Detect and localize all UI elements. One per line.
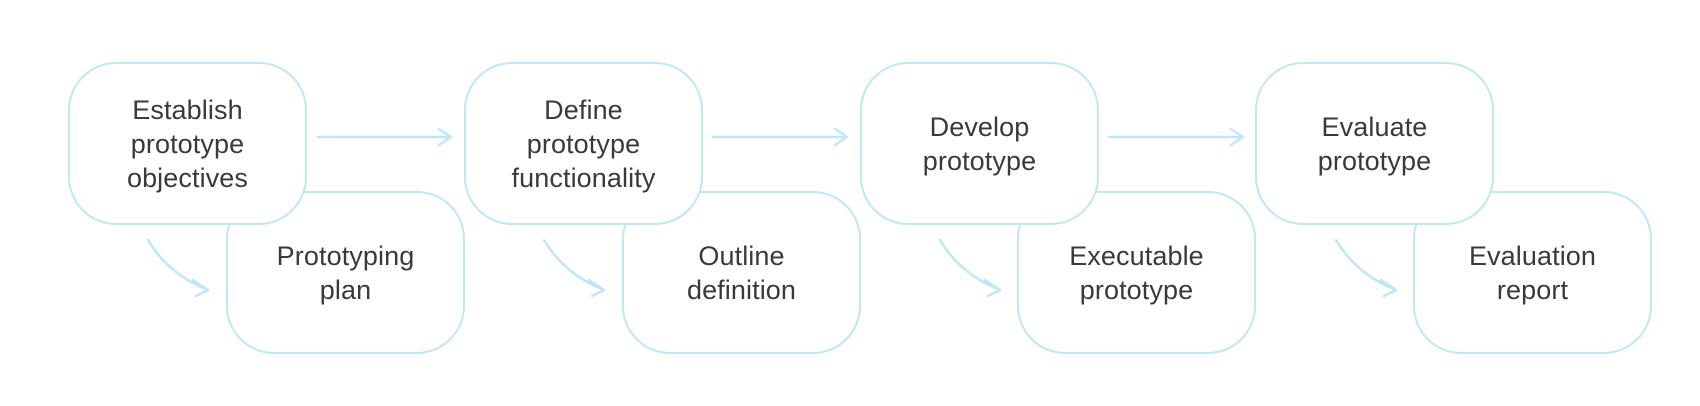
activity-label: Evaluate prototype [1317,111,1432,176]
activity-box-develop-prototype: Develop prototype [860,62,1099,225]
output-label: Executable prototype [1069,240,1204,305]
curved-arrow-icon [146,238,210,298]
arrow-right-icon [316,127,453,147]
activity-label: Develop prototype [922,111,1037,176]
output-label: Outline definition [686,240,797,305]
output-box-outline-definition: Outline definition [622,191,861,354]
output-label: Prototyping plan [276,240,415,305]
arrow-right-icon [1107,127,1245,147]
curved-arrow-icon [542,238,606,298]
activity-label: Define prototype functionality [511,94,656,193]
curved-arrow-icon [938,238,1002,298]
activity-box-establish-objectives: Establish prototype objectives [68,62,307,225]
activity-box-define-functionality: Define prototype functionality [464,62,703,225]
activity-box-evaluate-prototype: Evaluate prototype [1255,62,1494,225]
arrow-right-icon [711,127,849,147]
curved-arrow-icon [1334,238,1398,298]
output-box-executable-prototype: Executable prototype [1017,191,1256,354]
output-label: Evaluation report [1468,240,1597,305]
activity-label: Establish prototype objectives [126,94,249,193]
